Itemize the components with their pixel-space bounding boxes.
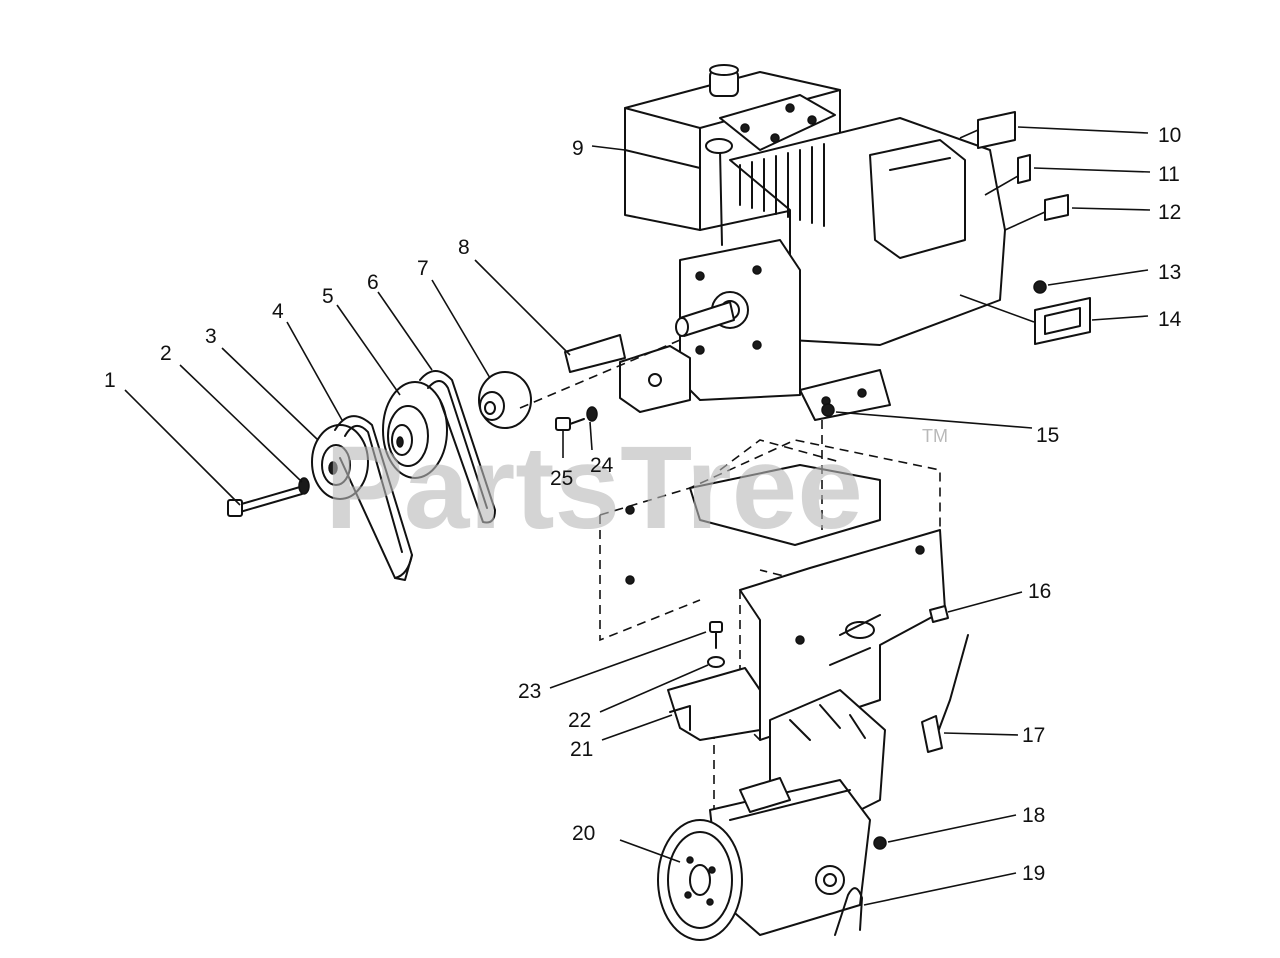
pulley-3[interactable] (311, 424, 369, 500)
bracket-21[interactable] (667, 667, 761, 741)
engine-assembly[interactable] (624, 64, 1006, 421)
callout-22[interactable]: 22 (568, 709, 591, 732)
label-plate-14[interactable] (1034, 297, 1091, 345)
callout-8[interactable]: 8 (458, 236, 470, 259)
callout-7[interactable]: 7 (417, 257, 429, 280)
callout-13[interactable]: 13 (1158, 261, 1181, 284)
callout-15[interactable]: 15 (1036, 424, 1059, 447)
spring-19[interactable] (834, 887, 863, 936)
bolt-23[interactable] (709, 621, 723, 649)
callout-11[interactable]: 11 (1158, 163, 1180, 186)
decal-10[interactable] (977, 111, 1016, 149)
callout-12[interactable]: 12 (1158, 201, 1181, 224)
nut-18[interactable] (873, 836, 887, 850)
callout-16[interactable]: 16 (1028, 580, 1051, 603)
callout-24[interactable]: 24 (590, 454, 614, 477)
callout-3[interactable]: 3 (205, 325, 217, 348)
callout-9[interactable]: 9 (572, 137, 584, 160)
callout-10[interactable]: 10 (1158, 124, 1181, 147)
callout-25[interactable]: 25 (550, 467, 573, 490)
callout-17[interactable]: 17 (1022, 724, 1045, 747)
callout-14[interactable]: 14 (1158, 308, 1182, 331)
watermark-text: PartsTree (325, 422, 863, 554)
callout-1[interactable]: 1 (104, 369, 116, 392)
callout-18[interactable]: 18 (1022, 804, 1045, 827)
callout-6[interactable]: 6 (367, 271, 379, 294)
belt-4[interactable] (334, 415, 413, 581)
bolt-25[interactable] (555, 417, 585, 431)
callout-23[interactable]: 23 (518, 680, 541, 703)
bolt-1[interactable] (227, 486, 303, 517)
bolt-13[interactable] (1033, 280, 1047, 294)
watermark-trademark: TM (922, 426, 948, 446)
cable-17[interactable] (921, 634, 969, 753)
callout-4[interactable]: 4 (272, 300, 284, 323)
callout-2[interactable]: 2 (160, 342, 172, 365)
decal-12[interactable] (1044, 194, 1069, 221)
callout-21[interactable]: 21 (570, 738, 593, 761)
pulley-7[interactable] (478, 371, 532, 429)
gearbox-assembly-20[interactable] (657, 689, 886, 941)
decal-11[interactable] (1017, 154, 1031, 184)
frame-housing[interactable] (599, 439, 946, 741)
callout-20[interactable]: 20 (572, 822, 595, 845)
washer-22[interactable] (707, 656, 725, 668)
pulley-5[interactable] (382, 381, 448, 479)
bracket-8[interactable] (564, 334, 691, 413)
callout-5[interactable]: 5 (322, 285, 334, 308)
belt-6[interactable] (419, 370, 496, 524)
bolt-15[interactable] (821, 403, 835, 417)
bolt-16[interactable] (929, 605, 949, 623)
leader-lines (124, 126, 1151, 906)
callout-19[interactable]: 19 (1022, 862, 1045, 885)
washer-24[interactable] (586, 406, 598, 422)
